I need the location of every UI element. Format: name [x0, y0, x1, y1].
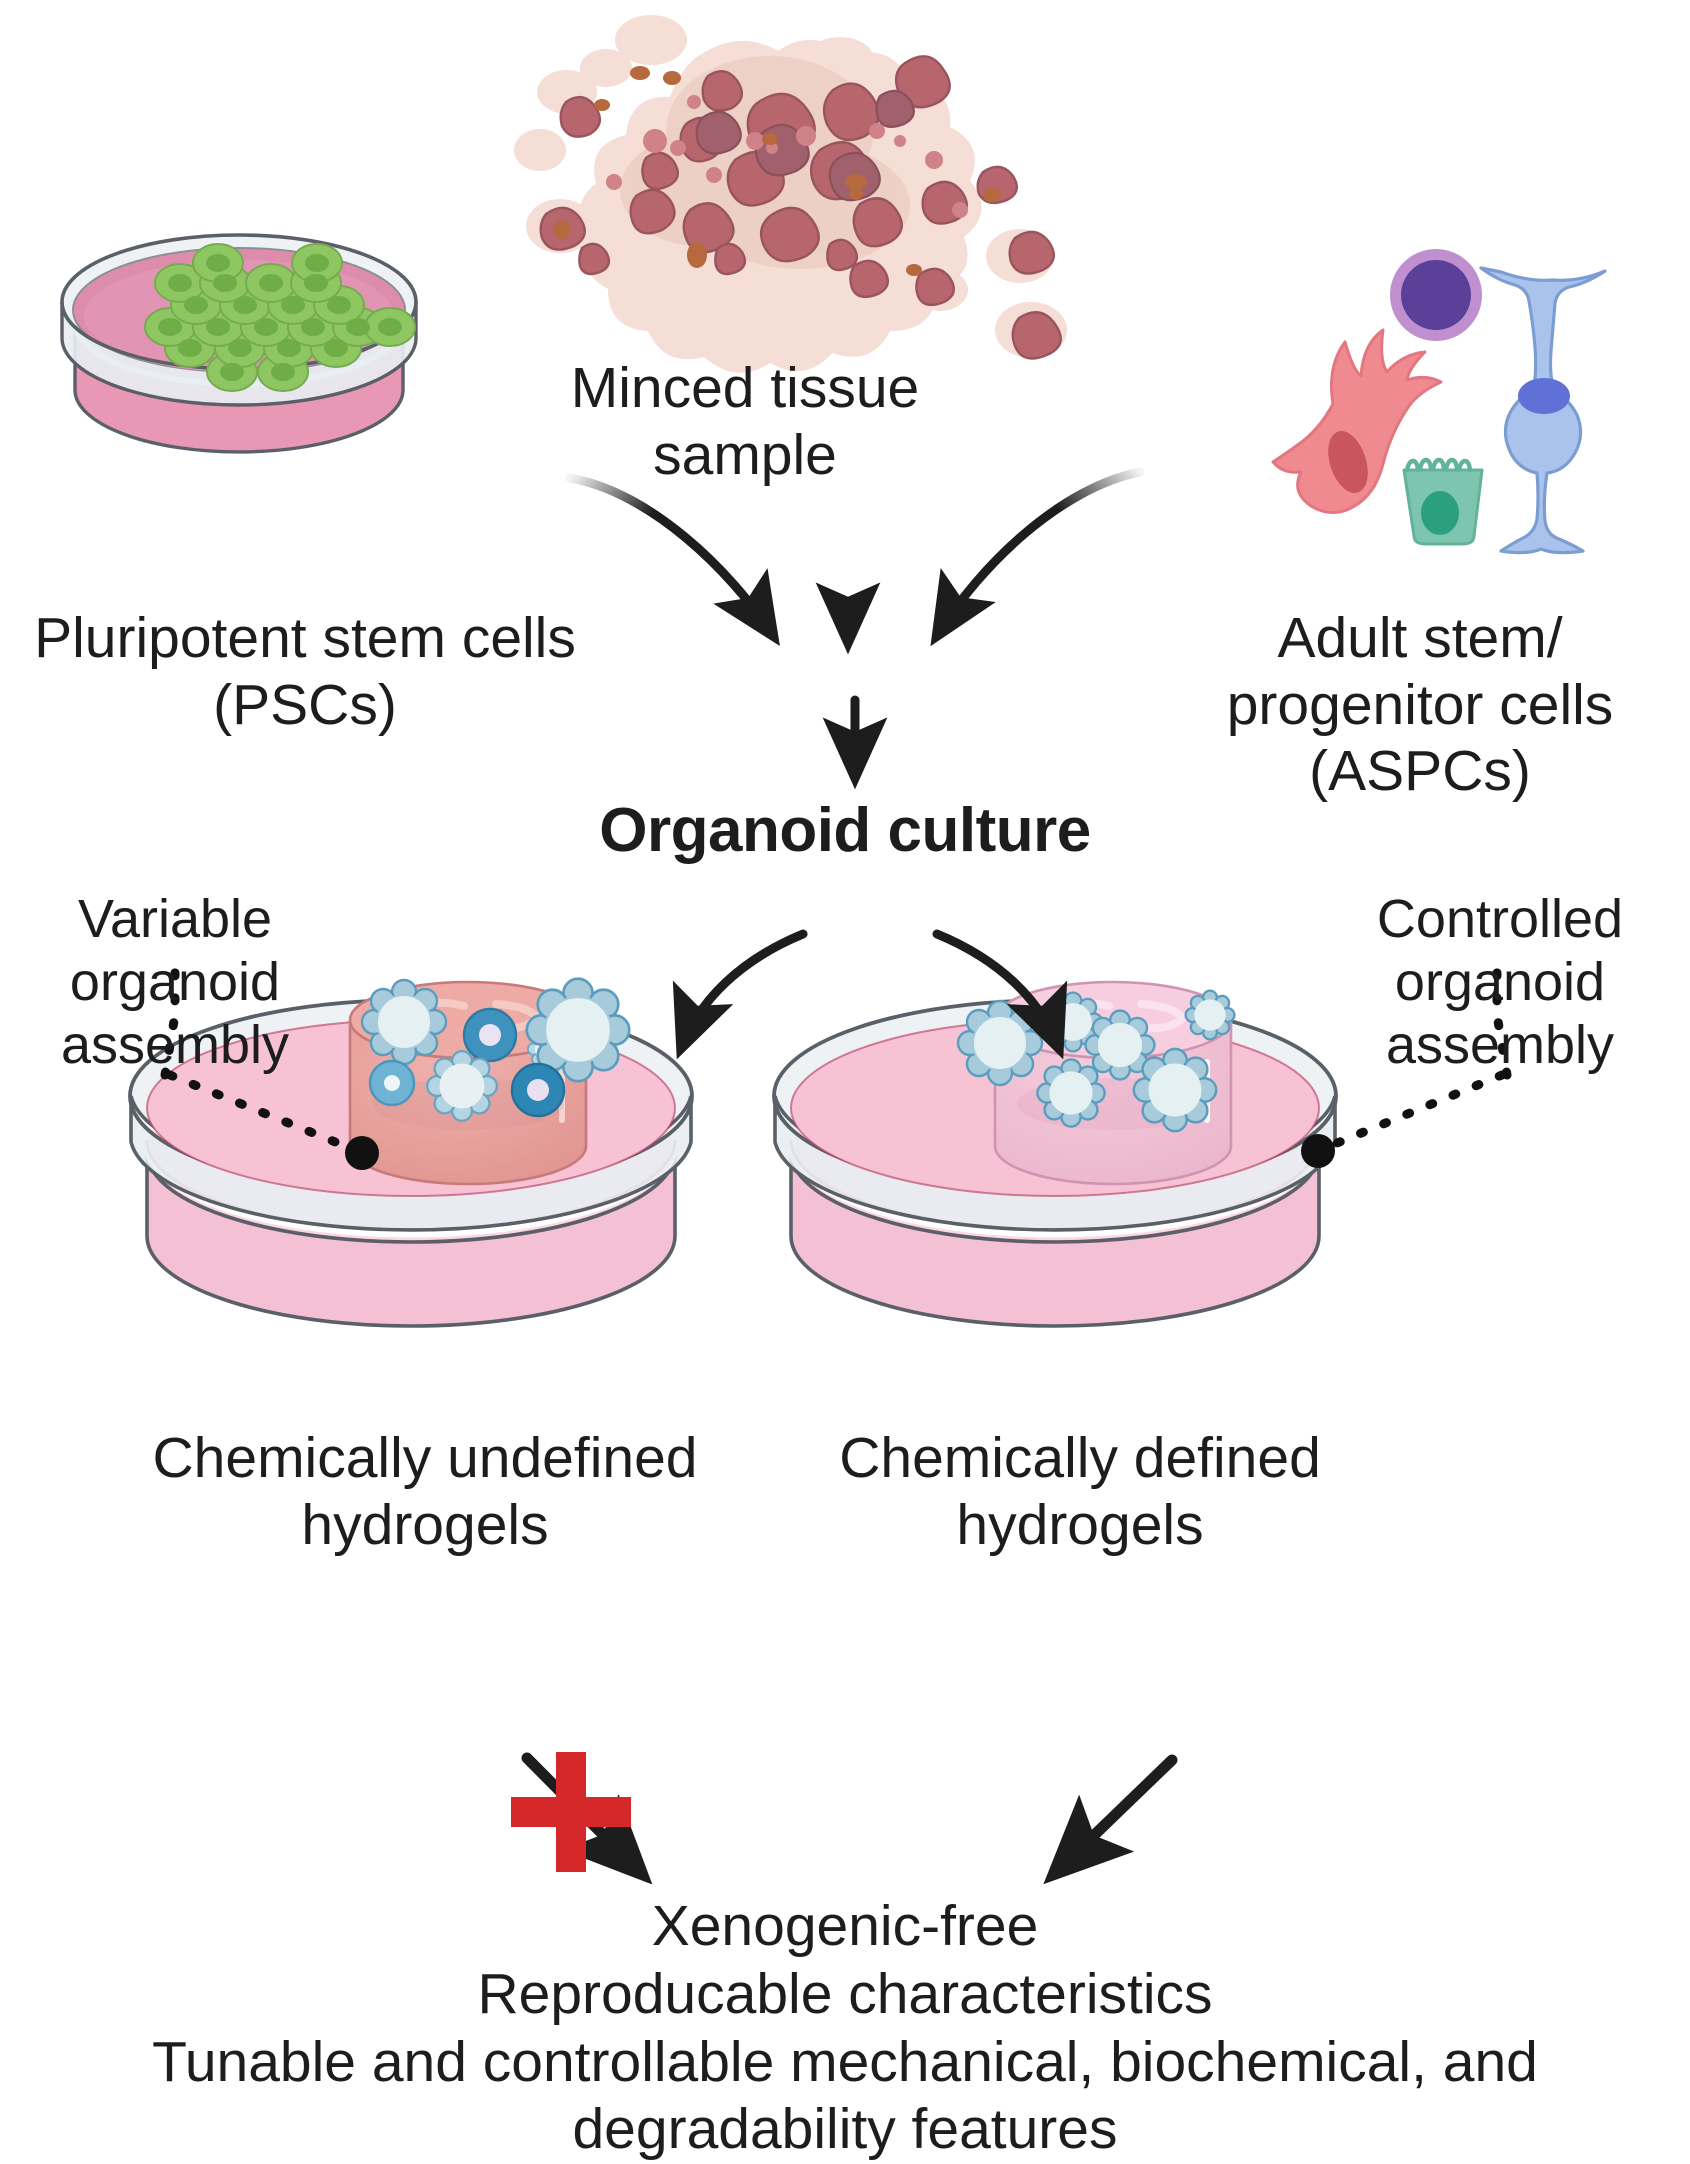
- left-dish-label: Chemically undefined hydrogels: [152, 1426, 698, 1557]
- callout-leader-left: [160, 955, 379, 1170]
- petri-dish-psc-icon: [60, 233, 418, 454]
- psc-label: Pluripotent stem cells (PSCs): [34, 606, 576, 737]
- stem-cell-cluster: [144, 243, 416, 392]
- figure-canvas: Minced tissue sample Pluripotent stem ce…: [34, 15, 1624, 2161]
- callout-controlled-assembly: Controlled organoid assembly: [1376, 889, 1624, 1076]
- outcome-line-3: Tunable and controllable mechanical, bio…: [152, 2029, 1538, 2094]
- neuron-bipolar-cell-icon: [1479, 266, 1607, 555]
- columnar-epithelial-cell-icon: [1402, 457, 1484, 546]
- arrow-culture-to-right-dish: [932, 929, 1068, 1060]
- minced-tissue-icon: [514, 15, 1067, 373]
- callout-variable-assembly: Variable organoid assembly: [60, 889, 290, 1076]
- outcome-text-block: Xenogenic-free Reproducable characterist…: [145, 1893, 1545, 2164]
- arrow-right-dish-to-outcome: [1043, 1754, 1178, 1885]
- arrow-culture-to-left-dish: [672, 929, 808, 1060]
- arrow-aspc-to-culture: [930, 467, 1145, 647]
- red-cross-block-icon: [511, 1752, 631, 1872]
- outcome-line-1: Xenogenic-free: [651, 1894, 1039, 1958]
- fibroblast-star-cell-icon: [1271, 328, 1443, 514]
- minced-tissue-label: Minced tissue sample: [570, 356, 920, 487]
- callout-leader-right: [1301, 955, 1512, 1168]
- outcome-line-2: Reproducable characteristics: [477, 1961, 1213, 2026]
- organoid-variable-group: [360, 977, 631, 1123]
- cell-types-icon: [1271, 249, 1607, 555]
- petri-dish-undefined-hydrogel-icon: [128, 977, 694, 1328]
- round-hematopoietic-cell-icon: [1390, 249, 1482, 341]
- arrow-psc-to-culture: [565, 473, 780, 647]
- aspc-label: Adult stem/ progenitor cells (ASPCs): [1226, 606, 1614, 804]
- page-title-organoid-culture: Organoid culture: [599, 796, 1091, 865]
- outcome-line-4: degradability features: [572, 2097, 1118, 2162]
- right-dish-label: Chemically defined hydrogels: [839, 1426, 1321, 1557]
- illustration-layer: [60, 15, 1607, 1885]
